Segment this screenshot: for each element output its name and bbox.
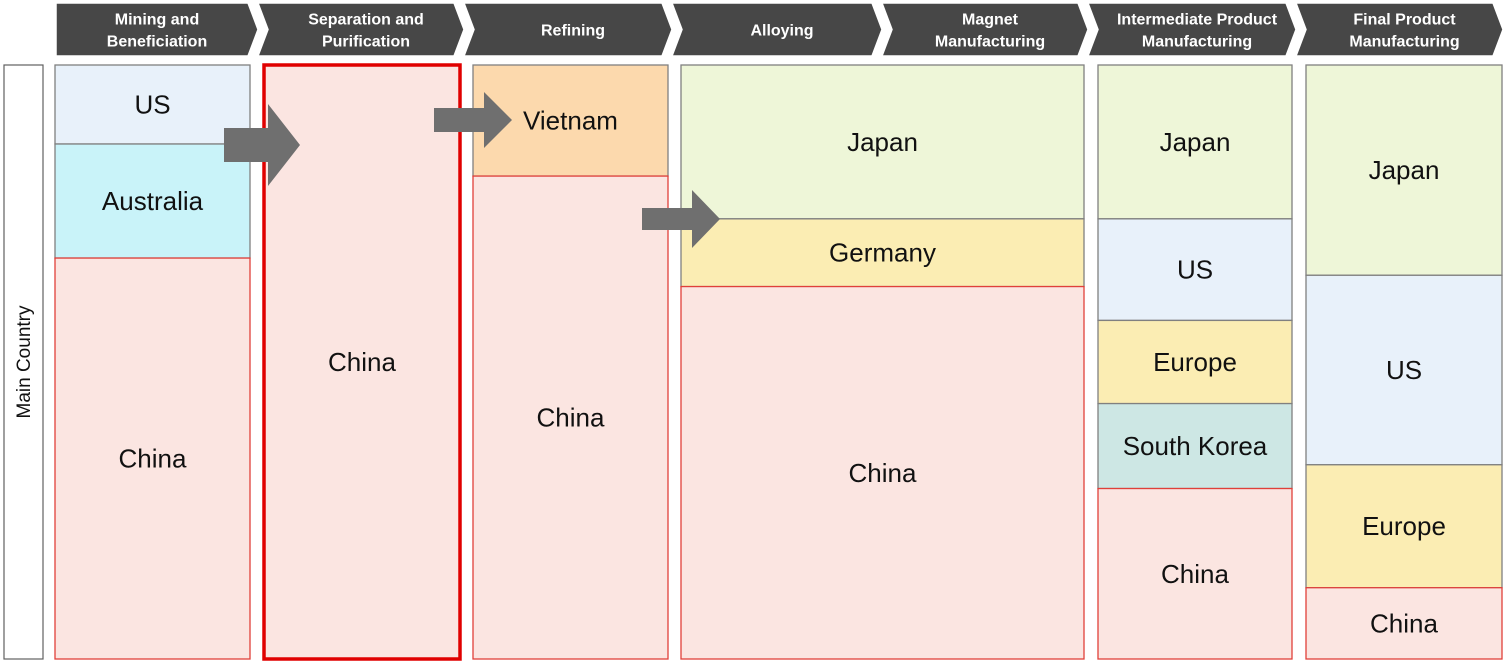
stage-label: Separation and: [308, 12, 424, 29]
country-label: Europe: [1362, 511, 1446, 541]
country-segment: [54, 257, 251, 660]
country-segment: [54, 143, 251, 259]
stage-label: Manufacturing: [935, 34, 1045, 51]
country-label: Europe: [1153, 347, 1237, 377]
side-label-frame: [3, 64, 44, 660]
country-label: US: [1386, 355, 1422, 385]
stage-label: Refining: [541, 23, 605, 40]
country-segment: [680, 64, 1085, 220]
stage-chevron: [55, 2, 259, 57]
country-label: Japan: [1160, 127, 1231, 157]
country-label: US: [1177, 255, 1213, 285]
country-columns: USAustraliaChinaChinaVietnamChinaJapanGe…: [54, 63, 1503, 661]
country-label: South Korea: [1123, 431, 1268, 461]
country-segment: [472, 175, 669, 660]
highlight-frame: [262, 63, 462, 661]
country-segment: [1305, 464, 1503, 589]
stage-chevron: [880, 2, 1089, 57]
country-label: China: [537, 403, 605, 433]
flow-arrow: [642, 190, 720, 248]
country-segment: [1097, 402, 1293, 490]
country-label: Vietnam: [523, 106, 618, 136]
country-label: China: [1370, 608, 1438, 638]
flow-arrow: [434, 92, 512, 148]
country-segment: [1097, 64, 1293, 220]
country-label: Japan: [847, 127, 918, 157]
flow-arrows: [224, 92, 720, 248]
stage-label: Mining and: [115, 12, 199, 29]
stage-label: Beneficiation: [107, 34, 207, 51]
country-segment: [54, 64, 251, 145]
country-label: China: [119, 444, 187, 474]
stage-chevron: [1294, 2, 1504, 57]
stage-label: Alloying: [750, 23, 813, 40]
country-segment: [1097, 487, 1293, 660]
stage-label: Intermediate Product: [1117, 12, 1278, 29]
country-label: Japan: [1369, 155, 1440, 185]
country-segment: [1305, 64, 1503, 276]
country-label: China: [328, 347, 396, 377]
country-segment: [1097, 218, 1293, 322]
stage-label: Final Product: [1353, 12, 1456, 29]
stage-label: Purification: [322, 34, 410, 51]
side-label-box: Main Country: [3, 64, 44, 660]
flow-arrow: [224, 104, 300, 186]
country-segment: [680, 218, 1085, 288]
stage-label: Manufacturing: [1142, 34, 1252, 51]
side-label-text: Main Country: [14, 305, 35, 418]
country-label: Australia: [102, 186, 204, 216]
stage-chevron: [670, 2, 883, 57]
country-segment: [263, 64, 461, 660]
stage-chevron: [256, 2, 465, 57]
country-segment: [1305, 587, 1503, 660]
country-segment: [680, 285, 1085, 660]
country-label: US: [134, 90, 170, 120]
country-label: Germany: [829, 238, 936, 268]
stage-label: Magnet: [962, 12, 1019, 29]
country-segment: [1097, 319, 1293, 405]
stage-chevron: [1086, 2, 1297, 57]
stage-chevron: [462, 2, 673, 57]
country-label: China: [849, 458, 917, 488]
country-label: China: [1161, 559, 1229, 589]
stage-label: Manufacturing: [1349, 34, 1459, 51]
